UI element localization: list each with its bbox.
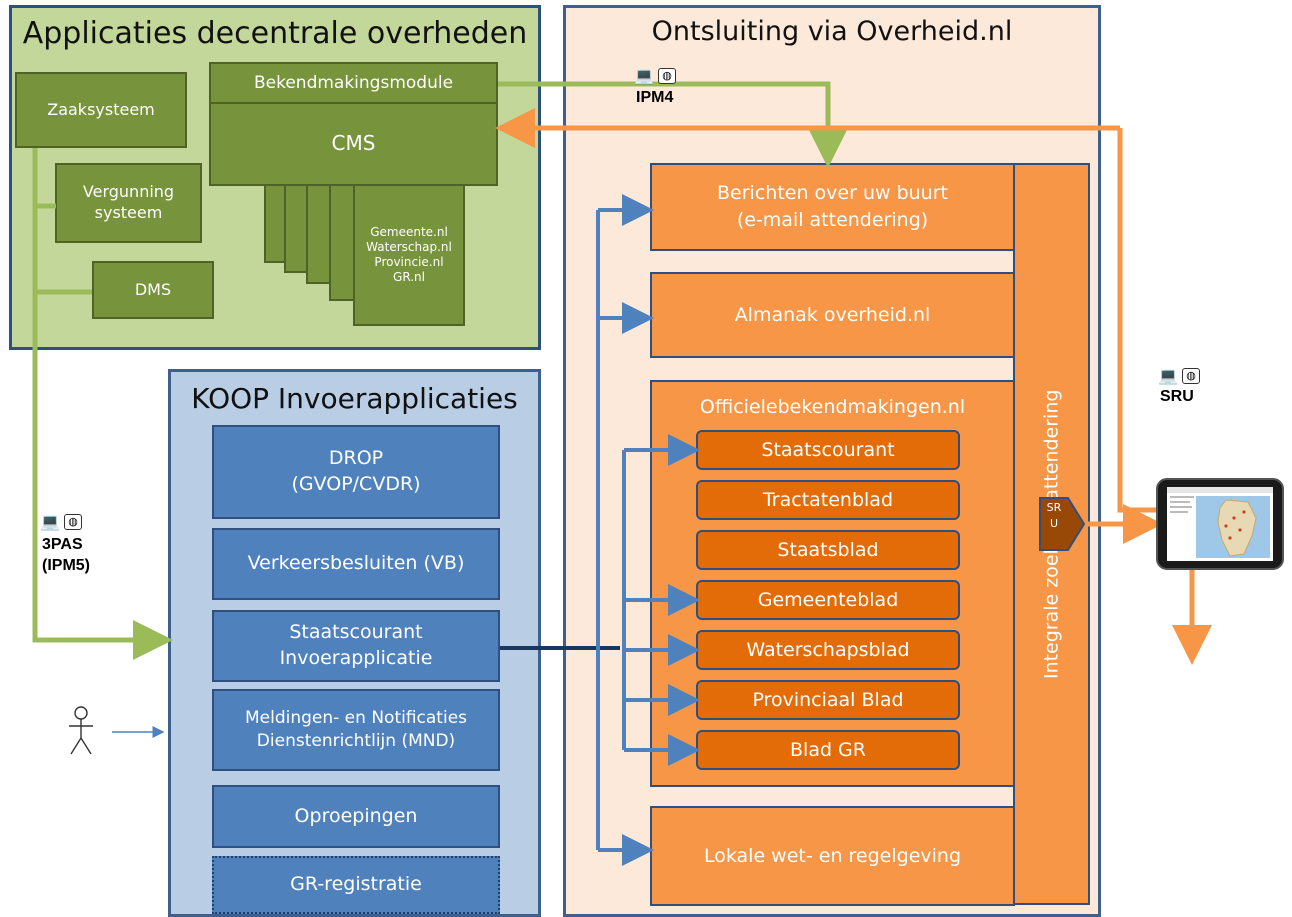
publicatie-tractatenblad: Tractatenblad (696, 480, 960, 520)
globe-icon: ◍ (1182, 368, 1200, 384)
zaaksysteem-box: Zaaksysteem (15, 72, 187, 148)
ipm4-label: IPM4 (636, 89, 674, 106)
cms-label: CMS (331, 131, 376, 155)
verkeersbesluiten-label: Verkeersbesluiten (VB) (247, 552, 465, 575)
publicatie-staatsblad: Staatsblad (696, 530, 960, 570)
cms-box: CMS (209, 100, 498, 186)
sru-connector (1039, 497, 1086, 551)
publicatie-label: Provinciaal Blad (752, 689, 904, 711)
computer-icon: 💻 (1158, 366, 1178, 385)
mnd-label: Meldingen- en Notificaties Dienstenricht… (244, 708, 468, 751)
gr-registratie-label: GR-registratie (290, 873, 422, 896)
pas-label: 3PAS (IPM5) (42, 536, 90, 574)
dms-label: DMS (134, 279, 172, 299)
publicatie-staatscourant: Staatscourant (696, 430, 960, 470)
lokale-box: Lokale wet- en regelgeving (650, 806, 1015, 906)
sites-box: Gemeente.nl Waterschap.nl Provincie.nl G… (353, 183, 465, 326)
computer-icon: 💻 (40, 512, 60, 531)
ipm4-icons: 💻 ◍ (634, 68, 676, 84)
staatscourant-invoer-box: Staatscourant Invoerapplicatie (212, 610, 500, 682)
dms-box: DMS (92, 261, 214, 319)
bekendmakingsmodule-box: Bekendmakingsmodule (209, 62, 498, 104)
mnd-box: Meldingen- en Notificaties Dienstenricht… (212, 689, 500, 771)
lokale-label: Lokale wet- en regelgeving (703, 844, 962, 867)
panel-title-koop: KOOP Invoerapplicaties (191, 382, 518, 415)
publicatie-label: Waterschapsblad (746, 639, 910, 661)
publicatie-waterschapsblad: Waterschapsblad (696, 630, 960, 670)
vergunning-systeem-box: Vergunning systeem (55, 163, 202, 243)
sru-label: SRU (1160, 388, 1194, 405)
officiele-label: Officielebekendmakingen.nl (699, 396, 966, 418)
almanak-label: Almanak overheid.nl (734, 303, 931, 326)
pas-icons: 💻 ◍ (40, 514, 82, 530)
panel-title-decentrale: Applicaties decentrale overheden (22, 16, 528, 51)
oproepingen-label: Oproepingen (294, 804, 418, 827)
publicatie-label: Tractatenblad (762, 489, 894, 511)
publicatie-label: Blad GR (790, 739, 866, 761)
vergunning-label: Vergunning systeem (82, 182, 175, 222)
drop-label: DROP (GVOP/CVDR) (291, 447, 421, 495)
sites-label: Gemeente.nl Waterschap.nl Provincie.nl G… (366, 224, 452, 284)
computer-icon: 💻 (634, 66, 654, 85)
bekendmakingsmodule-label: Bekendmakingsmodule (253, 72, 454, 93)
verkeersbesluiten-box: Verkeersbesluiten (VB) (212, 528, 500, 600)
zaaksysteem-label: Zaaksysteem (47, 99, 155, 119)
oproepingen-box: Oproepingen (212, 785, 500, 848)
staatscourant-invoer-label: Staatscourant Invoerapplicatie (279, 621, 433, 669)
drop-box: DROP (GVOP/CVDR) (212, 425, 500, 519)
gr-registratie-box: GR-registratie (212, 856, 500, 914)
person-icon (69, 706, 93, 755)
publicatie-label: Staatsblad (777, 539, 879, 561)
sru-icons: 💻 ◍ (1158, 368, 1200, 384)
globe-icon: ◍ (658, 68, 676, 84)
publicatie-provinciaal-blad: Provinciaal Blad (696, 680, 960, 720)
panel-title-ontsluiting: Ontsluiting via Overheid.nl (651, 16, 1013, 47)
publicatie-label: Gemeenteblad (757, 589, 899, 611)
globe-icon: ◍ (64, 514, 82, 530)
tablet-icon (1156, 478, 1284, 570)
publicatie-label: Staatscourant (761, 439, 895, 461)
sru-tag-label: SRU (1046, 501, 1062, 530)
berichten-label: Berichten over uw buurt (e-mail attender… (717, 182, 948, 231)
